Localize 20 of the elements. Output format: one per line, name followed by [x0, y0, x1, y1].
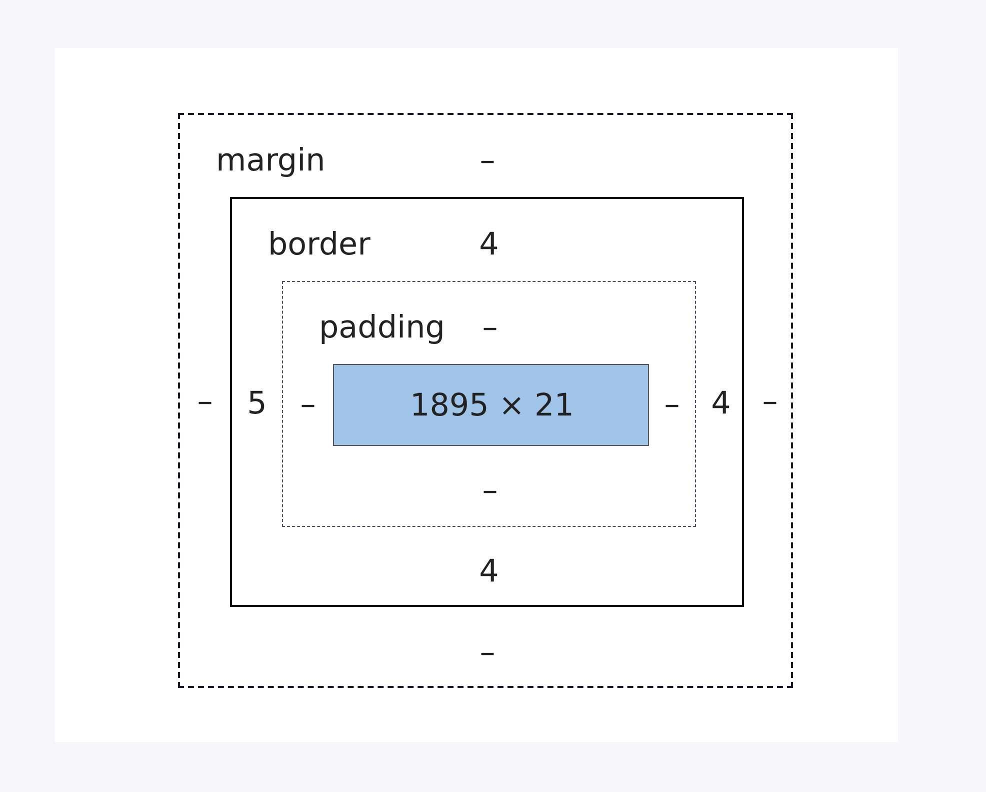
margin-area [178, 113, 793, 688]
box-value: – [300, 390, 316, 420]
padding-area [282, 281, 696, 527]
box-value: – [480, 146, 496, 176]
box-value: 5 [247, 388, 267, 420]
box-value: – [664, 390, 680, 420]
box-value: 4 [479, 230, 499, 260]
box-value: – [762, 386, 778, 418]
box-label: margin [216, 146, 326, 176]
box-value: – [480, 638, 496, 668]
box-value: – [482, 476, 498, 506]
box-value: 4 [479, 556, 499, 588]
box-value: – [197, 386, 213, 418]
box-value: 4 [711, 388, 731, 420]
box-value: – [482, 312, 498, 344]
border-area [230, 197, 744, 607]
content-area [333, 364, 649, 446]
dimension-label: 1895 × 21 [410, 390, 574, 422]
box-label: border [268, 230, 370, 260]
box-label: padding [319, 312, 445, 344]
